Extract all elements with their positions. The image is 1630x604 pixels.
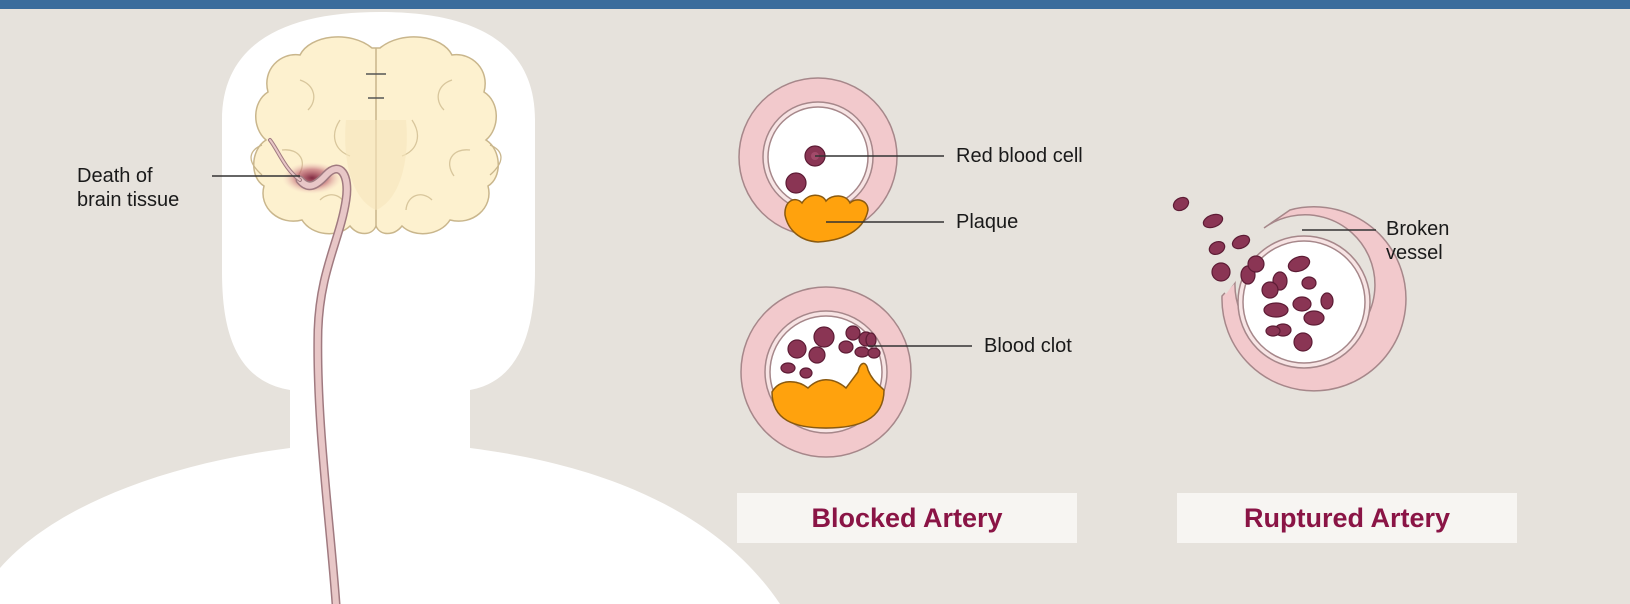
- label-blood-clot: Blood clot: [984, 334, 1072, 358]
- artery-cross-section-clot: [741, 287, 911, 457]
- label-death-line2: brain tissue: [77, 188, 179, 212]
- caption-box-blocked: Blocked Artery: [737, 493, 1077, 543]
- caption-ruptured-artery: Ruptured Artery: [1244, 503, 1450, 534]
- artery-cross-section-plaque: [739, 78, 897, 242]
- label-broken-line1: Broken: [1386, 217, 1449, 241]
- label-plaque: Plaque: [956, 210, 1018, 234]
- label-broken-vessel: Broken vessel: [1386, 217, 1449, 265]
- label-death-line1: Death of: [77, 164, 179, 188]
- label-red-blood-cell: Red blood cell: [956, 144, 1083, 168]
- label-broken-line2: vessel: [1386, 241, 1449, 265]
- brain: [251, 37, 501, 234]
- caption-box-ruptured: Ruptured Artery: [1177, 493, 1517, 543]
- label-death-of-brain-tissue: Death of brain tissue: [77, 164, 179, 212]
- artery-cross-section-ruptured: [1171, 195, 1406, 391]
- caption-blocked-artery: Blocked Artery: [811, 503, 1002, 534]
